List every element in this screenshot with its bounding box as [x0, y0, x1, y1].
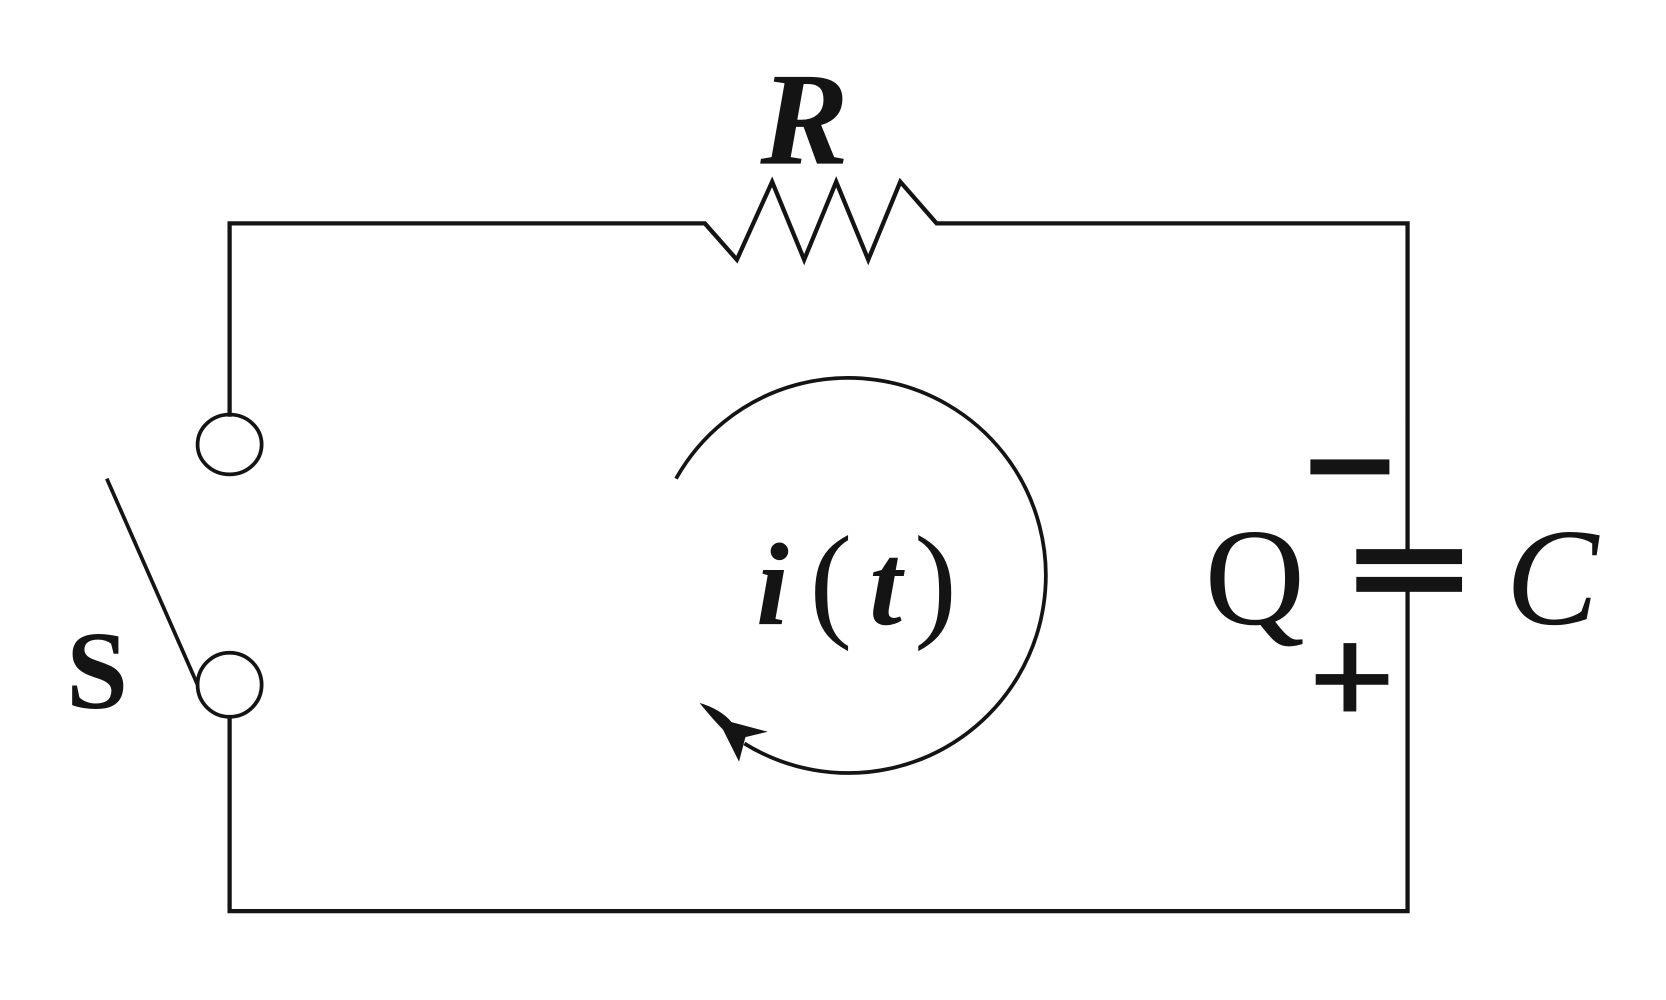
top-wire-with-resistor: [227, 176, 1410, 551]
resistor-label: R: [759, 46, 848, 193]
capacitor-plate-bottom: [1356, 576, 1463, 592]
current-loop-arc: [674, 376, 1048, 775]
right-wire-lower: [227, 590, 1410, 914]
current-paren-open: (: [810, 510, 853, 652]
switch-terminal-top: [195, 412, 264, 477]
current-arrow-head-icon: [699, 702, 768, 762]
switch-terminal-bottom: [195, 650, 264, 719]
switch-blade[interactable]: [105, 477, 200, 686]
current-label: i ( t ): [756, 510, 957, 652]
charge-label: Q: [1205, 501, 1305, 655]
switch-label: S: [66, 610, 128, 733]
current-var: i: [756, 520, 789, 650]
current-arg: t: [869, 520, 905, 650]
current-paren-close: ): [914, 510, 957, 652]
capacitor-plate-top: [1356, 549, 1463, 565]
plus-sign-icon: [1315, 643, 1389, 712]
minus-sign-icon: [1310, 459, 1390, 475]
capacitor-label: C: [1506, 501, 1600, 655]
